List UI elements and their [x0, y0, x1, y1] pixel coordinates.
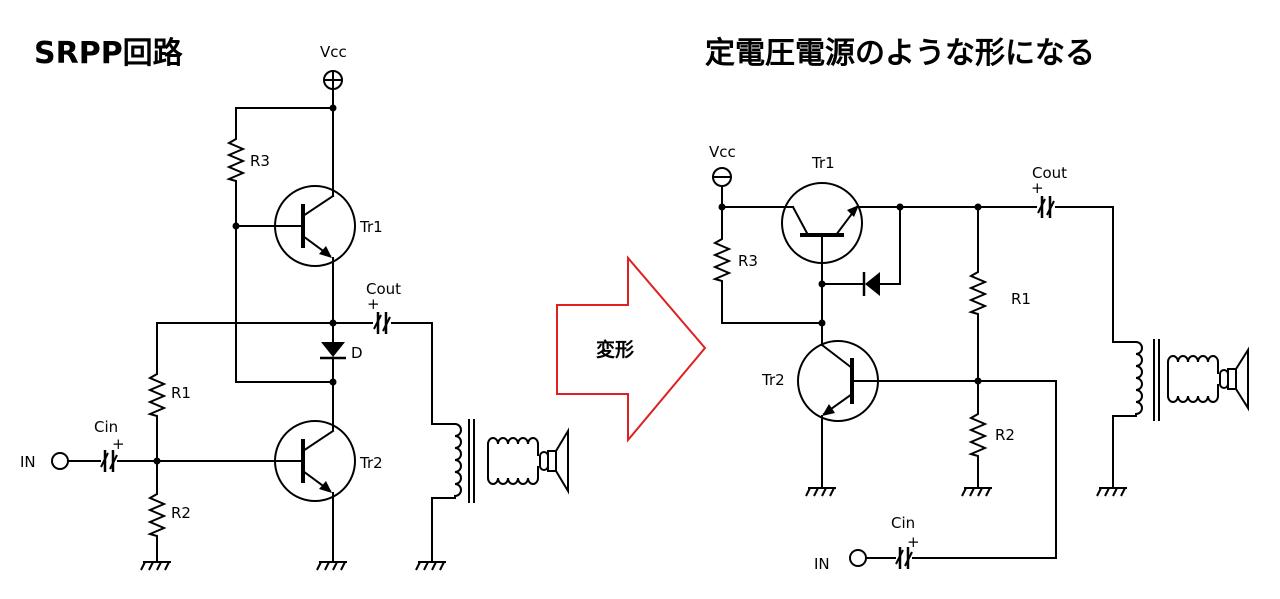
svg-text:+: +	[1031, 179, 1044, 197]
r2-label: R2	[171, 504, 191, 522]
vcc-label-right: Vcc	[709, 143, 736, 161]
transform-arrow: 変形	[556, 255, 707, 443]
cin-label: Cin	[94, 418, 118, 436]
r3-label-right: R3	[738, 252, 758, 270]
tr2-label: Tr2	[359, 454, 383, 472]
d-label: D	[351, 344, 363, 362]
r3-label: R3	[250, 152, 270, 170]
in-label-right: IN	[814, 555, 830, 573]
vcc-label: Vcc	[320, 43, 347, 61]
right-title: 定電圧電源のような形になる	[705, 36, 1095, 71]
right-circuit: Vcc R3 Tr1 + Cout	[709, 143, 1249, 573]
svg-text:+: +	[112, 435, 125, 453]
cout-label-right: Cout	[1032, 164, 1067, 182]
r2-label-right: R2	[995, 426, 1015, 444]
r1-label: R1	[171, 384, 191, 402]
svg-text:+: +	[367, 295, 380, 313]
tr1-label-right: Tr1	[811, 154, 835, 172]
cin-label-right: Cin	[891, 514, 915, 532]
tr1-label: Tr1	[359, 218, 383, 236]
left-title: SRPP回路	[34, 36, 183, 71]
r1-label-right: R1	[1011, 290, 1031, 308]
cout-label: Cout	[366, 280, 401, 298]
svg-text:+: +	[907, 533, 920, 551]
arrow-label: 変形	[596, 338, 634, 361]
tr2-label-right: Tr2	[761, 371, 785, 389]
in-label: IN	[20, 453, 36, 471]
left-circuit: Vcc R3 Tr1 + Cout D	[20, 43, 569, 571]
